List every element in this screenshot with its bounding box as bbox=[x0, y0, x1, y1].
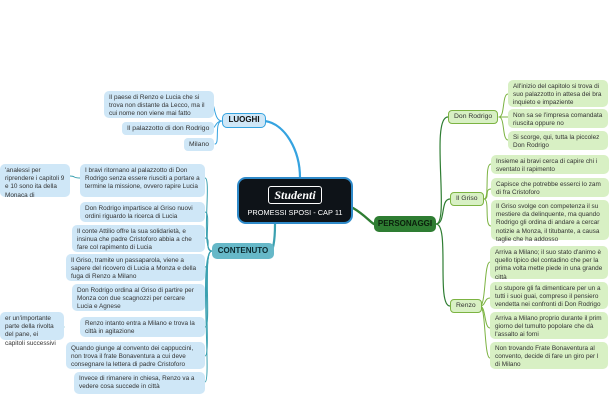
topic-contenuto[interactable]: CONTENUTO bbox=[212, 243, 274, 259]
contenuto-item-2[interactable]: Il conte Attilio offre la sua solidariet… bbox=[72, 225, 205, 252]
topic-personaggi[interactable]: PERSONAGGI bbox=[374, 216, 436, 232]
personaggi-group-il-griso[interactable]: Il Griso bbox=[450, 192, 484, 206]
contenuto-item-1[interactable]: Don Rodrigo impartisce al Griso nuovi or… bbox=[80, 202, 205, 222]
luoghi-item-paese[interactable]: Il paese di Renzo e Lucia che si trova n… bbox=[104, 91, 214, 118]
central-topic[interactable]: Studenti PROMESSI SPOSI - CAP 11 bbox=[237, 177, 353, 224]
contenuto-item-3[interactable]: Il Griso, tramite un passaparola, viene … bbox=[66, 254, 205, 281]
il-griso-item-2[interactable]: Il Griso svolge con competenza il su mes… bbox=[491, 200, 609, 243]
contenuto-item-0[interactable]: I bravi ritornano al palazzotto di Don R… bbox=[80, 164, 205, 197]
contenuto-item-4[interactable]: Don Rodrigo ordina al Griso di partire p… bbox=[72, 284, 205, 311]
topic-luoghi-label: LUOGHI bbox=[228, 115, 260, 124]
renzo-item-0[interactable]: Arriva a Milano; il suo stato d'animo è … bbox=[490, 246, 608, 281]
don-rodrigo-item-2[interactable]: Si scorge, qui, tutta la piccolez Don Ro… bbox=[508, 131, 608, 150]
topic-personaggi-label: PERSONAGGI bbox=[377, 219, 433, 228]
personaggi-group-renzo[interactable]: Renzo bbox=[450, 299, 482, 313]
topic-contenuto-label: CONTENUTO bbox=[217, 246, 269, 255]
il-griso-item-1[interactable]: Capisce che potrebbe esserci lo zam di f… bbox=[491, 178, 609, 197]
luoghi-item-milano[interactable]: Milano bbox=[184, 138, 215, 151]
contenuto-item-6[interactable]: Quando giunge al convento dei cappuccini… bbox=[66, 342, 205, 369]
topic-luoghi[interactable]: LUOGHI bbox=[222, 113, 266, 128]
contenuto-item-7[interactable]: Invece di rimanere in chiesa, Renzo va a… bbox=[74, 372, 205, 394]
contenuto-left-rivolta[interactable]: er un'importante parte della rivolta del… bbox=[0, 312, 64, 347]
renzo-item-3[interactable]: Non trovando Frate Bonaventura al conven… bbox=[490, 342, 608, 369]
studenti-logo: Studenti bbox=[268, 186, 322, 204]
contenuto-item-5[interactable]: Renzo intanto entra a Milano e trova la … bbox=[80, 317, 205, 337]
don-rodrigo-item-0[interactable]: All'inizio del capitolo si trova di suo … bbox=[508, 80, 608, 107]
map-title: PROMESSI SPOSI - CAP 11 bbox=[247, 208, 343, 217]
renzo-item-1[interactable]: Lo stupore gli fa dimenticare per un a t… bbox=[490, 282, 608, 309]
il-griso-item-0[interactable]: Insieme ai bravi cerca di capire chi i s… bbox=[491, 155, 609, 174]
luoghi-item-palazzotto[interactable]: Il palazzotto di don Rodrigo bbox=[122, 122, 215, 135]
personaggi-group-don-rodrigo[interactable]: Don Rodrigo bbox=[448, 110, 499, 124]
don-rodrigo-item-1[interactable]: Non sa se l'impresa comandata riuscita o… bbox=[508, 109, 608, 128]
renzo-item-2[interactable]: Arriva a Milano proprio durante il prim … bbox=[490, 312, 608, 339]
contenuto-left-analessi[interactable]: 'analessi per riprendere i capitoli 9 e … bbox=[0, 164, 70, 199]
